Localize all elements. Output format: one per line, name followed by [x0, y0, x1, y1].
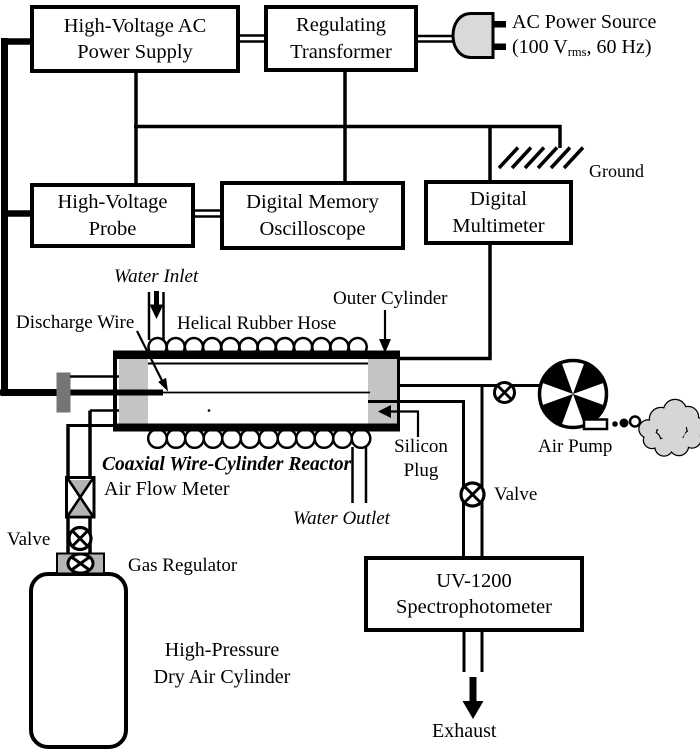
- gas-regulator-icon: [56, 552, 105, 575]
- valve-air-line-label: Valve: [494, 484, 538, 505]
- multimeter-label-line1: Digital: [470, 188, 527, 211]
- cylinder-label: High-Pressure Dry Air Cylinder: [132, 637, 312, 691]
- hv-power-supply-label-line1: High-Voltage AC: [63, 14, 207, 37]
- discharge-wire-label: Discharge Wire: [16, 312, 135, 333]
- oscilloscope-label-line1: Digital Memory: [246, 191, 379, 214]
- fan-icon: [542, 363, 604, 425]
- regulating-transformer-label-line2: Transformer: [290, 40, 392, 63]
- oscilloscope-box: Digital Memory Oscilloscope: [220, 181, 405, 250]
- hv-feedthrough-block: [56, 372, 71, 413]
- hv-probe-label-line1: High-Voltage: [57, 191, 168, 214]
- cylinder-label-line1: High-Pressure: [164, 639, 280, 661]
- discharge-wire-assembly: [0, 372, 370, 413]
- hv-power-supply-box: High-Voltage AC Power Supply: [30, 5, 240, 73]
- down-arrow-icon: [462, 677, 484, 719]
- air-pump-icon: [537, 358, 642, 431]
- regulating-transformer-box: Regulating Transformer: [264, 5, 418, 72]
- ac-power-source-label: AC Power Source: [512, 11, 657, 33]
- rating-post: , 60 Hz): [586, 36, 652, 58]
- spectrophotometer-label-line1: UV-1200: [436, 569, 512, 592]
- air-flow-meter-label: Air Flow Meter: [104, 478, 230, 500]
- valve-gas-line-icon: [459, 481, 486, 508]
- multimeter-label-line2: Multimeter: [452, 214, 545, 237]
- valve-cylinder-label: Valve: [7, 529, 51, 550]
- water-inlet-label: Water Inlet: [114, 266, 199, 287]
- gas-cylinder-shape: [29, 572, 128, 749]
- signal-wires: [134, 70, 562, 361]
- gas-regulator-label: Gas Regulator: [128, 555, 238, 576]
- hv-probe-box: High-Voltage Probe: [30, 183, 195, 248]
- power-plug-icon: [451, 12, 506, 59]
- water-inlet-pipe: [147, 291, 165, 340]
- hv-probe-label-line2: Probe: [88, 217, 137, 240]
- water-outlet-pipe: [351, 447, 368, 503]
- helical-rubber-hose-label: Helical Rubber Hose: [177, 313, 337, 334]
- air-pump-label: Air Pump: [538, 436, 613, 457]
- spectrophotometer-label-line2: Spectrophotometer: [396, 596, 552, 618]
- double-line-connections: [193, 34, 454, 218]
- ground-label: Ground: [589, 161, 644, 181]
- discharge-wire-arrow: [136, 330, 168, 392]
- reactor-body: [113, 350, 400, 432]
- spectrophotometer-box: UV-1200 Spectrophotometer: [364, 556, 584, 632]
- gas-outlet-pipes: [368, 384, 541, 672]
- hv-power-supply-label-line2: Power Supply: [77, 41, 193, 63]
- water-outlet-label: Water Outlet: [293, 508, 390, 529]
- ac-power-source-rating: (100 Vrms, 60 Hz): [512, 35, 651, 61]
- silicon-plug-line1: Silicon: [394, 436, 448, 457]
- silicon-plug-line2: Plug: [403, 459, 439, 481]
- reactor-caption: Coaxial Wire-Cylinder Reactor: [102, 454, 352, 475]
- ground-symbol-icon: [497, 146, 585, 170]
- outer-cylinder-arrow: [379, 310, 391, 353]
- rating-pre: (100 V: [512, 36, 568, 58]
- multimeter-box: Digital Multimeter: [424, 180, 573, 245]
- exhaust-label: Exhaust: [432, 720, 497, 742]
- cloud-icon: [638, 398, 700, 457]
- oscilloscope-label-line2: Oscilloscope: [259, 217, 366, 240]
- rating-subscript: rms: [567, 45, 587, 59]
- float-meter-icon: [65, 476, 96, 519]
- outer-cylinder-label: Outer Cylinder: [333, 288, 448, 309]
- valve-cylinder-icon: [67, 525, 93, 552]
- silicon-plug-arrow: [378, 405, 420, 437]
- valve-air-line-icon: [493, 381, 516, 404]
- silicon-plug-label: Silicon Plug: [391, 435, 451, 483]
- cylinder-label-line2: Dry Air Cylinder: [153, 666, 291, 688]
- regulating-transformer-label-line1: Regulating: [296, 14, 386, 37]
- silicon-plug-right: [368, 359, 397, 424]
